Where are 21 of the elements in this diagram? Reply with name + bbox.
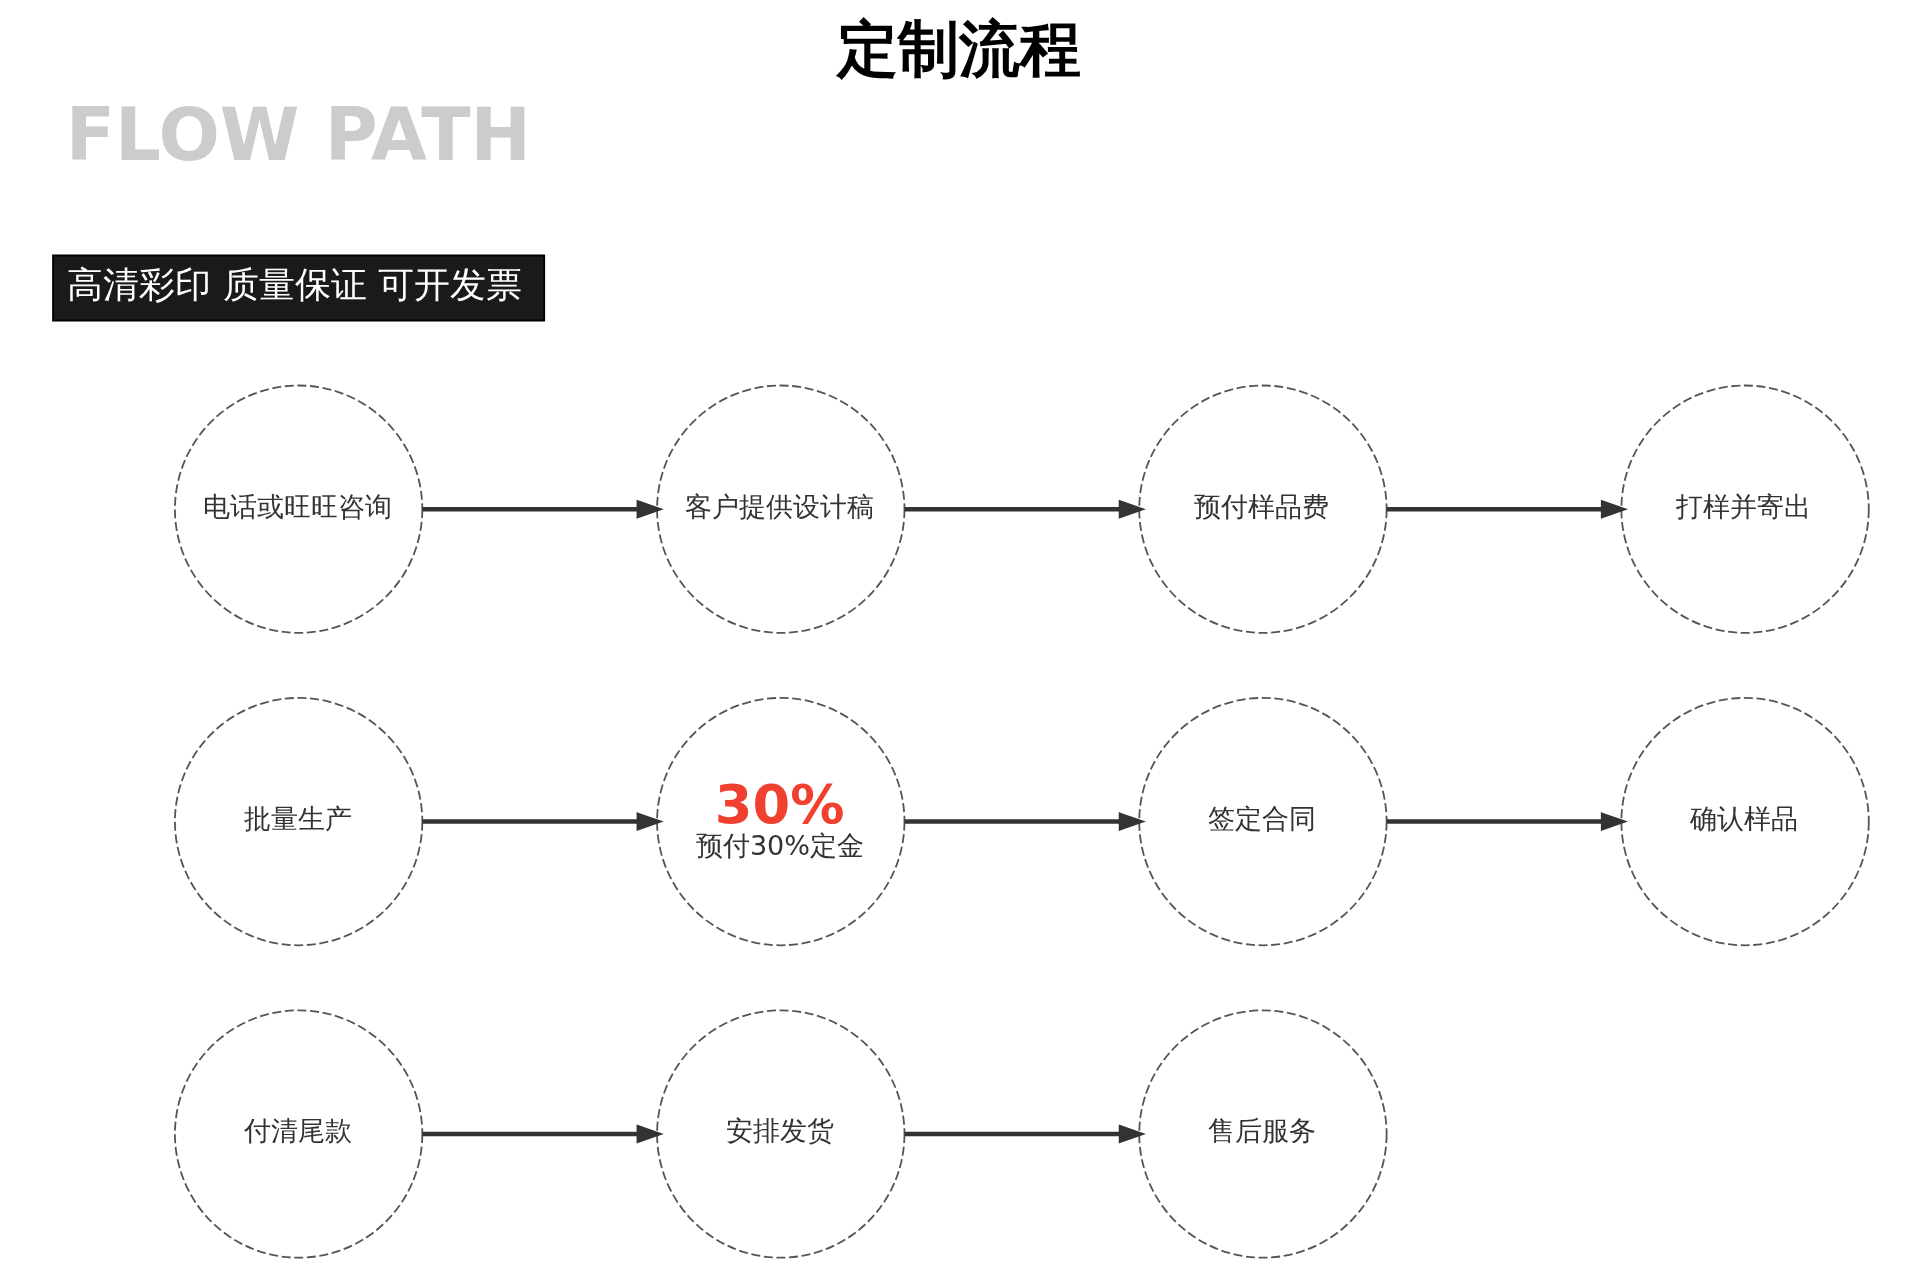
label: 高清彩印 质量保证 可开发票: [67, 263, 523, 307]
node-circle: 安排发货: [656, 1009, 906, 1259]
arrow: [904, 812, 1146, 832]
node-circle: 30% 预付30%定金: [656, 697, 906, 947]
node-circle: 电话或旺旺咨询: [174, 384, 424, 634]
node-circle: 签定合同: [1138, 697, 1388, 947]
arrow: [1386, 499, 1629, 519]
diagram-title: 定制流程: [837, 12, 1082, 84]
arrow: [1386, 812, 1629, 832]
arrow: [904, 499, 1146, 519]
node-circle: 售后服务: [1138, 1009, 1388, 1259]
arrow: [904, 1124, 1146, 1144]
node-circle: 批量生产: [174, 697, 424, 947]
node-circle: 付清尾款: [174, 1009, 424, 1259]
arrow: [422, 1124, 664, 1144]
node-circle: 预付样品费: [1138, 384, 1388, 634]
node-circle: 确认样品: [1620, 697, 1870, 947]
arrow: [422, 499, 664, 519]
node-circle: 打样并寄出: [1620, 384, 1870, 634]
arrow: [422, 812, 664, 832]
node-circle: 客户提供设计稿: [656, 384, 906, 634]
